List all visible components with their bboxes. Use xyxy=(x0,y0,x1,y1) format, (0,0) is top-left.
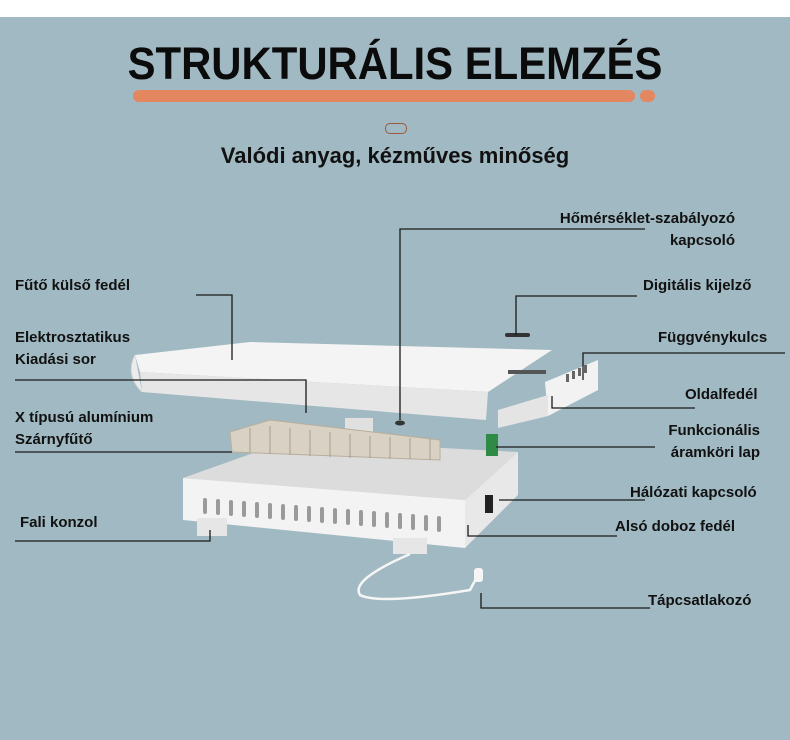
label-line: áramköri lap xyxy=(670,444,760,461)
outer-cover-part xyxy=(130,342,552,420)
label-power-switch: Hálózati kapcsoló xyxy=(630,484,757,501)
label-side-cover: Oldalfedél xyxy=(685,386,758,403)
title-underline-dot xyxy=(640,90,655,102)
label-aluminium-heater: X típusú alumínium Szárnyfűtő xyxy=(15,407,153,451)
label-circuit-board: Funkcionális áramköri lap xyxy=(668,420,760,464)
label-bottom-cover: Alsó doboz fedél xyxy=(615,518,735,535)
label-line: Kiadási sor xyxy=(15,351,96,368)
label-line: Szárnyfűtő xyxy=(15,431,93,448)
label-line: X típusú alumínium xyxy=(15,409,154,426)
page-title: STRUKTURÁLIS ELEMZÉS xyxy=(127,38,663,89)
label-digital-display: Digitális kijelző xyxy=(643,277,752,294)
label-line: Funkcionális xyxy=(668,422,760,439)
label-line: kapcsoló xyxy=(669,232,735,249)
label-wall-bracket: Fali konzol xyxy=(20,514,98,531)
wall-bracket-part xyxy=(197,518,227,536)
label-line: Elektrosztatikus xyxy=(15,329,131,346)
decorative-pill-icon xyxy=(385,123,407,134)
temp-knob-part xyxy=(395,420,405,426)
title-underline xyxy=(133,90,635,102)
circuit-board-part xyxy=(486,434,498,456)
label-electrostatic-outlet: Elektrosztatikus Kiadási sor xyxy=(15,327,130,371)
side-cover-part xyxy=(498,360,598,428)
plug-part xyxy=(474,568,483,582)
label-outer-cover: Fűtő külső fedél xyxy=(15,277,131,294)
leader-lines xyxy=(15,228,785,609)
power-cord-part xyxy=(357,552,480,601)
subtitle: Valódi anyag, kézműves minőség xyxy=(220,143,570,168)
label-line: Hőmérséklet-szabályozó xyxy=(559,210,735,227)
power-switch-part xyxy=(485,495,493,513)
label-plug: Tápcsatlakozó xyxy=(648,592,752,609)
aluminium-heater-part xyxy=(229,419,441,461)
label-temperature-switch: Hőmérséklet-szabályozó kapcsoló xyxy=(560,208,735,252)
label-function-key: Függvénykulcs xyxy=(658,329,768,346)
display-part xyxy=(505,333,530,337)
